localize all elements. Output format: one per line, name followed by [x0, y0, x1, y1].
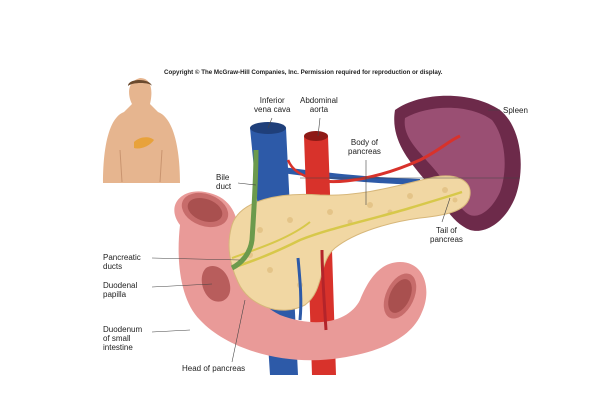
label-abdominal-aorta: Abdominal aorta [300, 96, 338, 114]
leader-lines [151, 109, 520, 363]
label-pancreatic-ducts: Pancreatic ducts [103, 253, 141, 271]
label-duodenum: Duodenum of small intestine [103, 325, 143, 352]
bile-duct-vessel [230, 149, 259, 271]
label-spleen: Spleen [503, 106, 528, 115]
label-body-of-pancreas: Body of pancreas [348, 138, 381, 156]
human-torso-inset [103, 78, 180, 183]
label-duodenal-papilla: Duodenal papilla [103, 281, 138, 299]
label-inferior-vena-cava: Inferior vena cava [254, 96, 291, 114]
label-tail-of-pancreas: Tail of pancreas [430, 226, 463, 244]
pancreas-organ [228, 175, 471, 311]
label-head-of-pancreas: Head of pancreas [182, 364, 246, 373]
pancreatic-duct [231, 190, 463, 270]
splenic-artery [315, 134, 461, 184]
pancreas-inset-highlight [134, 137, 154, 149]
copyright-notice: Copyright © The McGraw-Hill Companies, I… [164, 69, 443, 76]
label-bile-duct: Bile duct [216, 173, 232, 191]
